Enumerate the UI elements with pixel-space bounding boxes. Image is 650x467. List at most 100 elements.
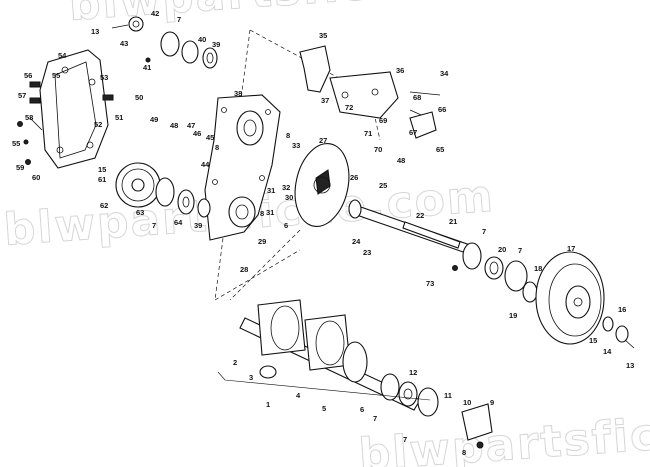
part-callout-label: 57 (18, 91, 26, 100)
part-callout-label: 52 (94, 120, 102, 129)
axle-bearing-group (380, 373, 493, 449)
part-callout-label: 40 (198, 35, 206, 44)
part-callout-label: 62 (100, 201, 108, 210)
part-callout-label: 30 (285, 193, 293, 202)
chaincase-housing (204, 94, 281, 241)
part-callout-label: 11 (444, 391, 452, 400)
part-callout-label: 7 (403, 435, 407, 444)
top-sprocket-group (111, 16, 218, 69)
part-callout-label: 17 (567, 244, 575, 253)
part-callout-label: 8 (260, 209, 264, 218)
jackshaft-bearing-group (452, 242, 538, 303)
part-callout-label: 67 (409, 128, 417, 137)
part-callout-label: 72 (345, 103, 353, 112)
part-callout-label: 32 (282, 183, 290, 192)
part-callout-label: 22 (416, 211, 424, 220)
part-callout-label: 61 (98, 175, 106, 184)
part-callout-label: 27 (319, 136, 327, 145)
part-callout-label: 26 (350, 173, 358, 182)
part-callout-label: 55 (12, 139, 20, 148)
watermark-text-bottom: blwpartsfiche.com (357, 396, 650, 467)
part-callout-label: 35 (319, 31, 327, 40)
part-callout-label: 51 (115, 113, 123, 122)
part-callout-label: 7 (152, 221, 156, 230)
part-callout-label: 10 (463, 398, 471, 407)
drive-axle-assembly (239, 299, 421, 411)
part-callout-label: 58 (25, 113, 33, 122)
part-callout-label: 6 (360, 405, 364, 414)
part-callout-label: 1 (266, 400, 270, 409)
part-callout-label: 55 (52, 71, 60, 80)
part-callout-label: 7 (482, 227, 486, 236)
part-callout-label: 8 (215, 143, 219, 152)
part-callout-label: 19 (509, 311, 517, 320)
part-callout-label: 25 (379, 181, 387, 190)
part-callout-label: 29 (258, 237, 266, 246)
part-callout-label: 73 (426, 279, 434, 288)
part-callout-label: 15 (589, 336, 597, 345)
axle-assembly-bracket (217, 371, 431, 401)
part-callout-label: 63 (136, 208, 144, 217)
part-callout-label: 9 (490, 398, 494, 407)
part-callout-label: 15 (98, 165, 106, 174)
part-callout-label: 16 (618, 305, 626, 314)
part-callout-label: 49 (150, 115, 158, 124)
part-callout-label: 47 (187, 121, 195, 130)
part-callout-label: 54 (58, 51, 67, 60)
part-callout-label: 33 (292, 141, 300, 150)
part-callout-label: 34 (440, 69, 449, 78)
tensioner-bracket (299, 45, 441, 139)
part-callout-label: 3 (249, 373, 253, 382)
part-callout-label: 56 (24, 71, 32, 80)
part-callout-label: 31 (266, 208, 274, 217)
part-callout-label: 69 (379, 116, 387, 125)
part-callout-label: 39 (194, 221, 202, 230)
part-callout-label: 42 (151, 9, 159, 18)
part-callout-label: 6 (284, 221, 288, 230)
cover-fasteners (17, 81, 114, 165)
part-callout-label: 7 (177, 15, 181, 24)
part-callout-label: 31 (267, 186, 275, 195)
part-callout-label: 14 (603, 347, 612, 356)
part-callout-label: 41 (143, 63, 151, 72)
part-callout-label: 24 (352, 237, 361, 246)
part-callout-label: 38 (234, 89, 242, 98)
part-callout-label: 18 (534, 264, 542, 273)
part-callout-label: 48 (397, 156, 405, 165)
part-callout-label: 8 (286, 131, 290, 140)
chaincase-cover (39, 49, 109, 169)
part-callout-label: 7 (373, 414, 377, 423)
part-callout-label: 68 (413, 93, 421, 102)
part-callout-label: 28 (240, 265, 248, 274)
part-callout-label: 64 (174, 218, 183, 227)
part-callout-label: 46 (193, 129, 201, 138)
part-callout-label: 8 (462, 448, 466, 457)
retaining-clip (259, 365, 277, 379)
part-callout-label: 59 (16, 163, 24, 172)
part-callout-label: 65 (436, 145, 444, 154)
lower-sprocket (115, 162, 211, 218)
part-callout-label: 50 (135, 93, 143, 102)
part-callout-label: 37 (321, 96, 329, 105)
part-callout-label: 12 (409, 368, 417, 377)
part-callout-label: 4 (296, 391, 301, 400)
part-callout-label: 13 (626, 361, 634, 370)
part-callout-label: 20 (498, 245, 506, 254)
part-callout-label: 2 (233, 358, 237, 367)
part-callout-label: 5 (322, 404, 326, 413)
part-callout-label: 70 (374, 145, 382, 154)
brake-disc (294, 143, 350, 227)
part-callout-label: 23 (363, 248, 371, 257)
part-callout-label: 53 (100, 73, 108, 82)
part-callout-label: 39 (212, 40, 220, 49)
part-callout-label: 48 (170, 121, 178, 130)
part-callout-label: 36 (396, 66, 404, 75)
driven-pulley (535, 251, 635, 349)
part-callout-label: 7 (518, 246, 522, 255)
part-callout-label: 21 (449, 217, 457, 226)
part-callout-label: 71 (364, 129, 372, 138)
part-callout-label: 66 (438, 105, 446, 114)
part-callout-label: 43 (120, 39, 128, 48)
